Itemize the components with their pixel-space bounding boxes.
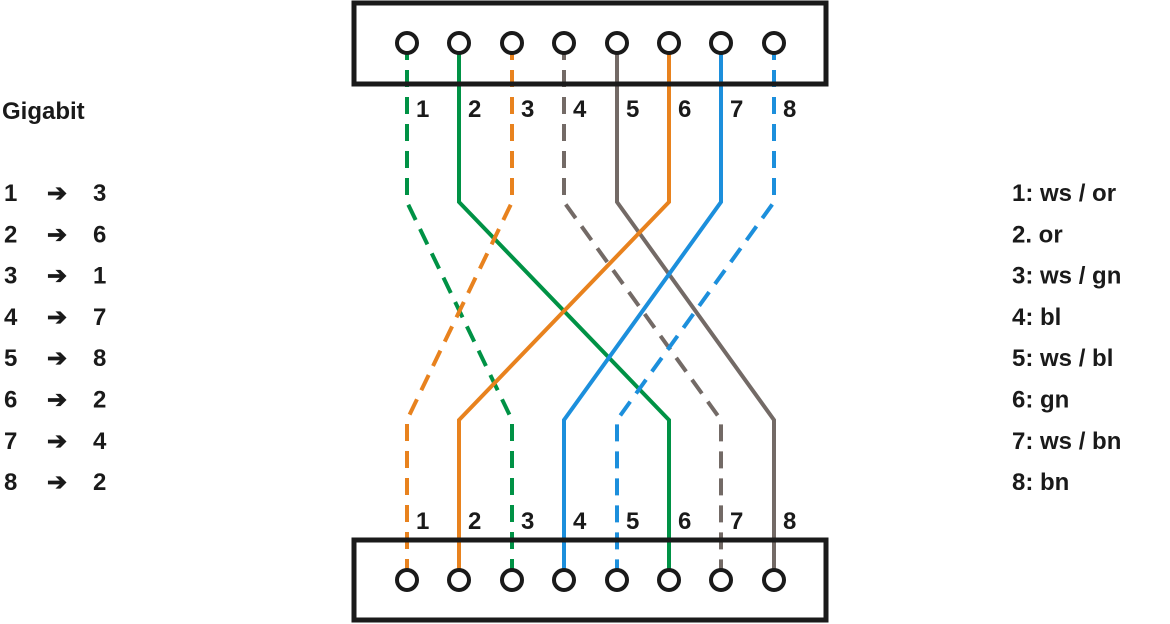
wires <box>405 43 776 580</box>
mapping-row: 5 ➔ 8 <box>4 345 106 372</box>
mapping-to: 7 <box>93 304 106 331</box>
legend-item: 1: ws / or <box>1012 180 1116 207</box>
bottom-pin-1 <box>395 568 419 592</box>
arrow-right-icon: ➔ <box>47 263 67 290</box>
mapping-from: 8 <box>4 469 17 496</box>
mapping-to: 8 <box>93 345 106 372</box>
mapping-from: 7 <box>4 428 17 455</box>
top-pin-label: 8 <box>783 96 796 123</box>
mapping-from: 5 <box>4 345 17 372</box>
bottom-pin-5 <box>605 568 629 592</box>
mapping-to: 6 <box>93 221 106 248</box>
mapping-row: 2 ➔ 6 <box>4 221 106 248</box>
mapping-to: 4 <box>93 428 107 455</box>
bottom-pin-label: 5 <box>626 508 639 535</box>
top-pin-8 <box>762 31 786 55</box>
top-pin-label: 5 <box>626 96 639 123</box>
wire-7-to-4 <box>562 43 723 580</box>
mapping-from: 2 <box>4 221 17 248</box>
diagram-title: Gigabit <box>2 98 85 125</box>
arrow-right-icon: ➔ <box>47 180 67 207</box>
mapping-row: 1 ➔ 3 <box>4 180 106 207</box>
legend-item: 8: bn <box>1012 469 1069 496</box>
bottom-pin-7 <box>709 568 733 592</box>
bottom-pin-label: 7 <box>730 508 743 535</box>
mapping-from: 6 <box>4 387 17 414</box>
mapping-from: 1 <box>4 180 17 207</box>
arrow-right-icon: ➔ <box>47 387 67 414</box>
bottom-pin-label: 1 <box>416 508 429 535</box>
top-pin-label: 1 <box>416 96 429 123</box>
pins <box>395 31 786 592</box>
wire-5-to-8 <box>615 43 776 580</box>
top-pin-label: 3 <box>521 96 534 123</box>
bottom-pin-label: 8 <box>783 508 796 535</box>
legend-item: 5: ws / bl <box>1012 345 1113 372</box>
mapping-to: 1 <box>93 263 106 290</box>
legend-item: 7: ws / bn <box>1012 428 1121 455</box>
bottom-pin-2 <box>447 568 471 592</box>
top-pin-label: 6 <box>678 96 691 123</box>
top-pin-3 <box>500 31 524 55</box>
arrow-right-icon: ➔ <box>47 428 67 455</box>
bottom-pin-4 <box>552 568 576 592</box>
mapping-row: 6 ➔ 2 <box>4 387 106 414</box>
wire-6-to-2 <box>457 43 671 580</box>
mapping-from: 3 <box>4 263 17 290</box>
top-pin-2 <box>447 31 471 55</box>
top-pin-label: 4 <box>573 96 587 123</box>
bottom-pin-label: 2 <box>468 508 481 535</box>
arrow-right-icon: ➔ <box>47 345 67 372</box>
legend-item: 2. or <box>1012 221 1063 248</box>
color-legend: 1: ws / or 2. or 3: ws / gn 4: bl 5: ws / bl… <box>1012 180 1121 496</box>
mapping-row: 8 ➔ 2 <box>4 469 106 496</box>
top-pin-label: 2 <box>468 96 481 123</box>
mapping-row: 3 ➔ 1 <box>4 263 106 290</box>
top-pin-6 <box>657 31 681 55</box>
bottom-pin-6 <box>657 568 681 592</box>
top-pin-5 <box>605 31 629 55</box>
top-pin-1 <box>395 31 419 55</box>
arrow-right-icon: ➔ <box>47 304 67 331</box>
top-pin-7 <box>709 31 733 55</box>
bottom-connector <box>351 537 829 623</box>
mapping-to: 3 <box>93 180 106 207</box>
mapping-to: 2 <box>93 469 106 496</box>
top-pin-4 <box>552 31 576 55</box>
mapping-from: 4 <box>4 304 18 331</box>
legend-item: 3: ws / gn <box>1012 263 1121 290</box>
mapping-to: 2 <box>93 387 106 414</box>
top-pin-label: 7 <box>730 96 743 123</box>
bottom-pin-label: 3 <box>521 508 534 535</box>
pin-labels: 1 1 2 2 3 3 4 4 5 5 6 6 7 7 8 8 <box>416 96 796 535</box>
pin-mapping-list: 1 ➔ 3 2 ➔ 6 3 ➔ 1 4 ➔ 7 5 ➔ 8 6 ➔ 2 7 ➔ 4 8 ➔ 2 <box>4 180 107 496</box>
bottom-pin-label: 4 <box>573 508 587 535</box>
bottom-pin-8 <box>762 568 786 592</box>
legend-item: 6: gn <box>1012 387 1069 414</box>
bottom-pin-3 <box>500 568 524 592</box>
arrow-right-icon: ➔ <box>47 469 67 496</box>
bottom-pin-label: 6 <box>678 508 691 535</box>
wire-3-to-1 <box>405 43 514 580</box>
legend-item: 4: bl <box>1012 304 1061 331</box>
mapping-row: 7 ➔ 4 <box>4 428 107 455</box>
arrow-right-icon: ➔ <box>47 221 67 248</box>
mapping-row: 4 ➔ 7 <box>4 304 106 331</box>
top-connector <box>351 0 829 87</box>
